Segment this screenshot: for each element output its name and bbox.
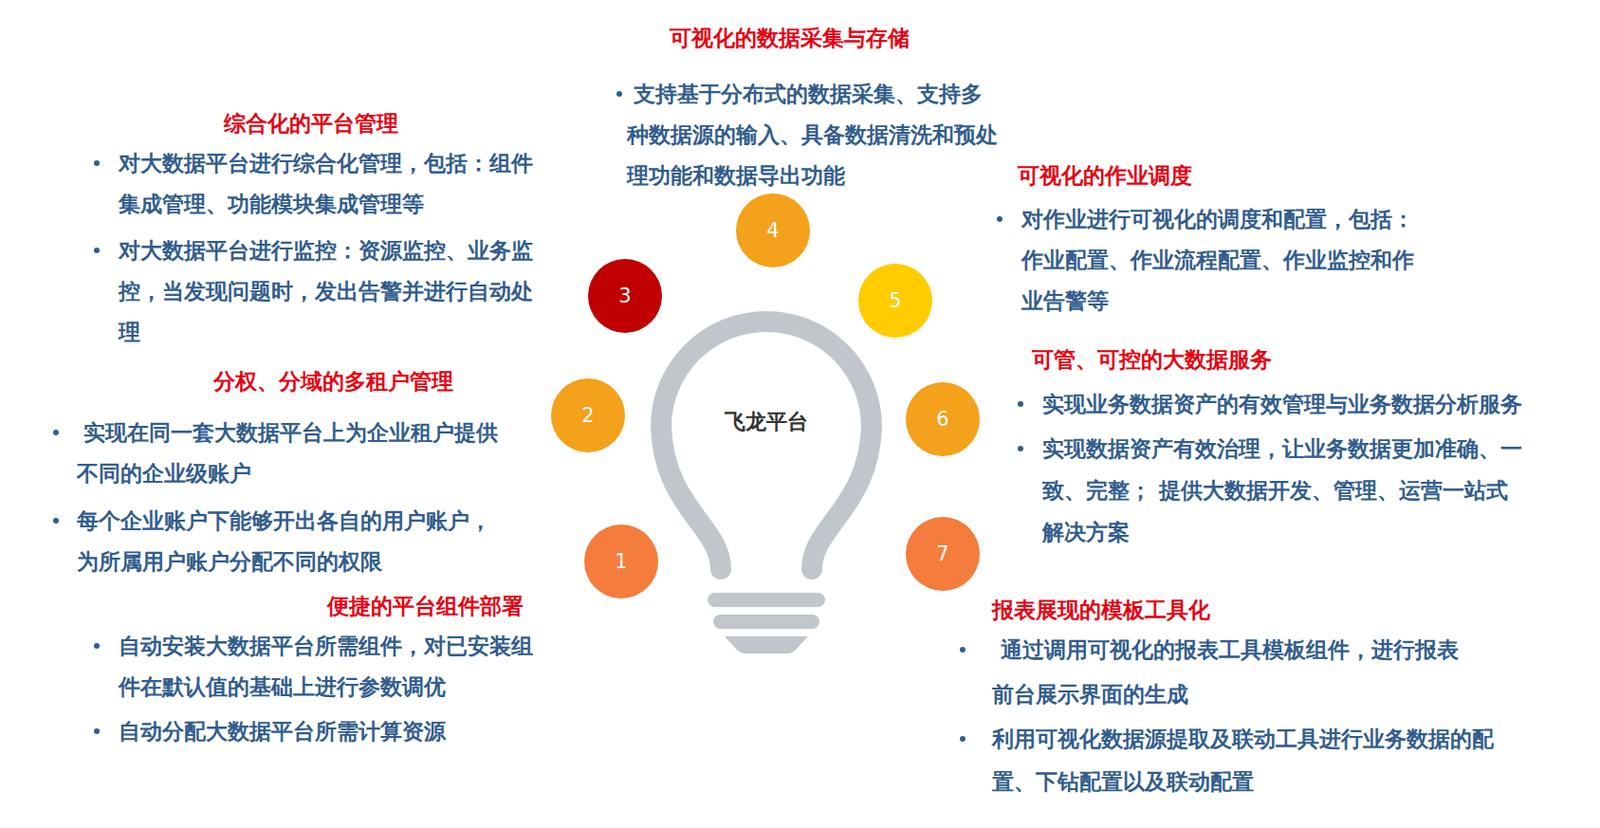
bullet-dot (996, 216, 1003, 222)
bullet-dot (93, 160, 100, 166)
bullet-dot (53, 517, 59, 524)
bullet-dot (616, 91, 623, 97)
bullet-text: 对大数据平台进行综合化管理，包括：组件集成管理、功能模块集成管理等 (118, 143, 538, 225)
section-heading: 分权、分域的多租户管理 (213, 367, 454, 396)
section-heading: 便捷的平台组件部署 (327, 591, 524, 621)
section-heading: 可管、可控的大数据服务 (1031, 345, 1272, 374)
callout-number: 2 (551, 378, 626, 453)
bullet-dot (1017, 401, 1024, 407)
bullet-dot (53, 429, 59, 436)
bullet-dot (93, 247, 100, 254)
callout-number: 3 (588, 258, 663, 333)
number-circle: 7 (905, 516, 980, 591)
number-circle: 3 (588, 258, 663, 333)
bullet-text: 支持基于分布式的数据采集、支持多种数据源的输入、具备数据清洗和预处理功能和数据导… (626, 73, 1000, 197)
bullet-dot (93, 728, 100, 735)
bulb-band (707, 592, 826, 607)
bullet-text: 实现数据资产有效治理，让业务数据更加准确、一致、完整； 提供大数据开发、管理、运… (1042, 427, 1527, 553)
callout-number: 4 (735, 193, 810, 268)
section-heading: 报表展现的模板工具化 (992, 595, 1211, 625)
number-circle: 1 (584, 524, 659, 599)
bulb-glass (661, 321, 872, 570)
section-heading: 可视化的作业调度 (1017, 161, 1193, 190)
bullet-dot (959, 646, 966, 653)
platform-name: 飞龙平台 (644, 407, 888, 437)
number-circle: 5 (858, 263, 933, 338)
bullet-text: 实现在同一套大数据平台上为企业租户提供不同的企业级账户 (76, 412, 500, 495)
bulb-band (713, 614, 820, 629)
bullet-dot (959, 735, 966, 742)
callout-number: 6 (905, 382, 980, 457)
number-circle: 4 (735, 193, 810, 268)
callout-number: 5 (858, 263, 933, 338)
bullet-text: 通过调用可视化的报表工具模板组件，进行报表前台展示界面的生成 (992, 627, 1464, 718)
section-heading: 可视化的数据采集与存储 (669, 23, 910, 53)
callout-number: 7 (905, 516, 980, 591)
bullet-text: 每个企业账户下能够开出各自的用户账户，为所属用户账户分配不同的权限 (76, 500, 500, 583)
bulb-cap (724, 636, 809, 654)
bullet-text: 实现业务数据资产的有效管理与业务数据分析服务 (1042, 383, 1527, 425)
bulb-outline (644, 284, 888, 664)
bulb-shape: 飞龙平台 (644, 284, 888, 664)
bullet-text: 对作业进行可视化的调度和配置，包括：作业配置、作业流程配置、作业监控和作业告警等 (1021, 199, 1419, 322)
bullet-text: 对大数据平台进行监控：资源监控、业务监控，当发现问题时，发出告警并进行自动处理 (118, 230, 538, 353)
section-heading: 综合化的平台管理 (223, 109, 399, 138)
bullet-text: 自动安装大数据平台所需组件，对已安装组件在默认值的基础上进行参数调优 (118, 625, 538, 708)
bullet-text: 利用可视化数据源提取及联动工具进行业务数据的配置、下钻配置以及联动配置 (992, 717, 1499, 804)
bullet-dot (93, 643, 100, 649)
number-circle: 6 (905, 382, 980, 457)
bullet-text: 自动分配大数据平台所需计算资源 (118, 711, 538, 753)
bullet-dot (1017, 445, 1024, 452)
callout-number: 1 (584, 524, 659, 599)
number-circle: 2 (551, 378, 626, 453)
